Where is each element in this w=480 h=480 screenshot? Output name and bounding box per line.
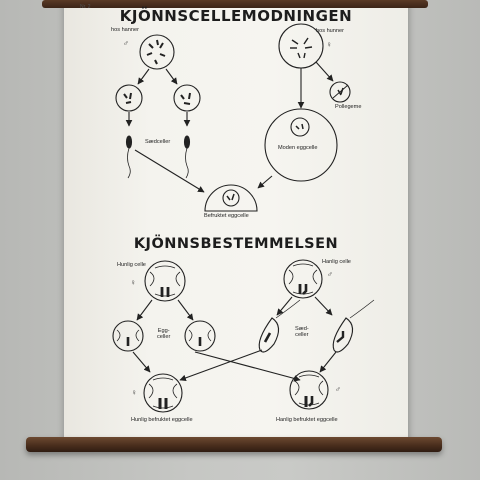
title-kjonnscellemodningen: KJÖNNSCELLEMODNINGEN	[119, 7, 353, 25]
label-hanlig-celle: Hanlig celle	[322, 259, 351, 265]
label-hunlig-befruktet-eggcelle: Hunlig befruktet eggcelle	[131, 417, 193, 423]
secondary-sperm-cell-right	[173, 84, 201, 112]
sperm-cell-left	[258, 317, 280, 353]
female-diploid-cell	[144, 260, 186, 302]
mature-egg-cell	[264, 108, 338, 182]
egg-cell-right	[184, 320, 216, 352]
top-wooden-rod	[42, 0, 428, 8]
label-saedceller-top: Sædceller	[145, 139, 171, 145]
label-hos-hunner: hos hunner	[316, 28, 344, 34]
fertilized-egg-male	[289, 370, 329, 410]
label-pollegeme: Pollegeme	[335, 104, 362, 110]
title-kjonnsbestemmelsen: KJÖNNSBESTEMMELSEN	[133, 236, 339, 252]
sperm-right	[183, 135, 191, 149]
sperm-left	[125, 135, 133, 149]
label-hos-hanner: hos hanner	[111, 27, 139, 33]
female-symbol-bottom: ♀	[131, 388, 137, 397]
male-symbol-bottom: ♂	[335, 385, 341, 394]
male-symbol-top: ♂	[123, 39, 129, 48]
sperm-cell-right	[332, 317, 354, 353]
label-moden-eggcelle: Moden eggcelle	[278, 145, 318, 151]
bottom-wooden-rod	[26, 437, 442, 452]
polar-body	[329, 81, 351, 103]
primary-sperm-cell	[139, 34, 175, 70]
label-saedceller-bottom: Sæd- celler	[295, 326, 309, 338]
corner-mark: Nr. 2	[80, 4, 91, 10]
label-befruktet-eggcelle: Befruktet eggcelle	[204, 213, 249, 219]
male-diploid-cell	[283, 259, 323, 299]
female-symbol-top: ♀	[326, 40, 332, 49]
fertilized-egg-female	[143, 373, 183, 413]
fertilized-egg-top	[204, 184, 258, 212]
label-eggceller: Egg- celler	[157, 328, 171, 340]
egg-cell-left	[112, 320, 144, 352]
female-symbol-bottom-top: ♀	[130, 278, 136, 287]
male-symbol-bottom-top: ♂	[327, 270, 333, 279]
label-hanlig-befruktet-eggcelle: Hanlig befruktet eggcelle	[276, 417, 338, 423]
wall-chart-poster	[64, 0, 408, 444]
label-hunlig-celle: Hunlig celle	[117, 262, 146, 268]
secondary-sperm-cell-left	[115, 84, 143, 112]
